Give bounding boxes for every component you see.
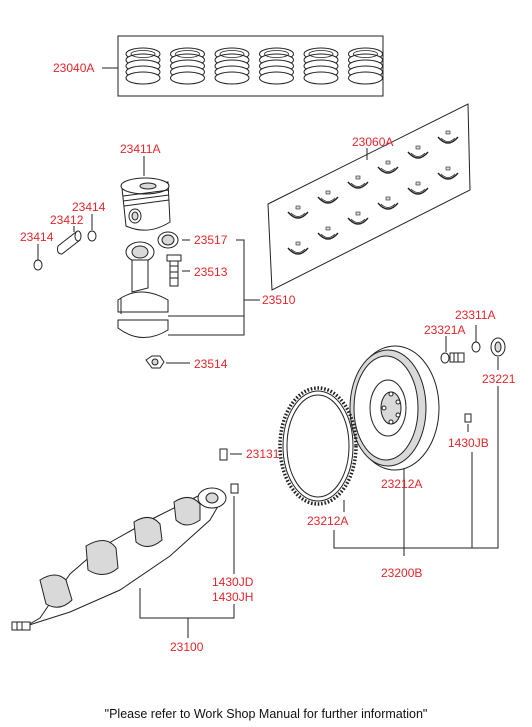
label-23040A: 23040A bbox=[53, 61, 94, 75]
flywheel-bolt-illustration bbox=[440, 352, 465, 364]
label-23060A: 23060A bbox=[352, 135, 393, 149]
main-bearing-set-illustration bbox=[267, 103, 471, 291]
snap-ring-upper-illustration bbox=[87, 230, 97, 242]
label-23411A: 23411A bbox=[120, 142, 160, 156]
bearing-shell bbox=[377, 160, 399, 174]
label-23131: 23131 bbox=[246, 447, 280, 461]
piston-ring-stack bbox=[348, 47, 383, 85]
bearing-shell bbox=[437, 166, 459, 180]
snap-ring-lower-illustration bbox=[33, 259, 43, 271]
ring-gear-illustration bbox=[278, 386, 358, 506]
bearing-shell bbox=[287, 205, 309, 219]
piston-ring-stack bbox=[303, 47, 339, 85]
label-23212A-ring-gear: 23212A bbox=[307, 514, 348, 528]
label-23200B: 23200B bbox=[381, 566, 422, 580]
bearing-shell bbox=[437, 130, 459, 144]
rod-nut-illustration bbox=[145, 355, 165, 369]
label-1430JB: 1430JB bbox=[448, 436, 489, 450]
bearing-shell bbox=[287, 241, 309, 255]
label-23311A: 23311A bbox=[455, 308, 495, 322]
label-23221: 23221 bbox=[482, 372, 516, 386]
piston-pin-illustration bbox=[57, 230, 82, 255]
label-23212A-flywheel: 23212A bbox=[381, 477, 422, 491]
label-1430JH: 1430JH bbox=[212, 590, 253, 604]
flywheel-illustration bbox=[349, 345, 440, 471]
bearing-shell bbox=[347, 175, 369, 189]
bearing-shell bbox=[377, 196, 399, 210]
bearing-shell bbox=[407, 181, 429, 195]
label-23414-lower: 23414 bbox=[20, 230, 54, 244]
bearing-shell bbox=[407, 145, 429, 159]
bearing-shell bbox=[317, 226, 339, 240]
crankshaft-illustration bbox=[11, 487, 227, 631]
label-23414-upper: 23414 bbox=[72, 200, 106, 214]
small-end-bushing-illustration bbox=[157, 231, 179, 249]
label-23513: 23513 bbox=[194, 265, 228, 279]
bearing-shell bbox=[317, 190, 339, 204]
flywheel-washer-illustration bbox=[471, 341, 481, 353]
footer-note: "Please refer to Work Shop Manual for fu… bbox=[105, 707, 428, 721]
piston-ring-stack bbox=[170, 47, 205, 85]
label-23100: 23100 bbox=[170, 640, 204, 654]
label-23321A: 23321A bbox=[424, 323, 465, 337]
piston-ring-stack bbox=[125, 47, 161, 85]
rod-bolt-illustration bbox=[166, 254, 182, 287]
label-23517: 23517 bbox=[194, 233, 228, 247]
crank-pin-23131-illustration bbox=[219, 448, 228, 461]
pilot-bearing-illustration bbox=[490, 337, 506, 357]
label-1430JD: 1430JD bbox=[212, 575, 254, 589]
flywheel-dowel-pin-illustration bbox=[464, 413, 472, 423]
label-23412: 23412 bbox=[50, 213, 84, 227]
piston-ring-stack bbox=[214, 47, 250, 85]
connecting-rod-illustration bbox=[117, 241, 169, 338]
crank-dowel-pin-illustration bbox=[230, 483, 239, 494]
bearing-shell bbox=[347, 211, 369, 225]
label-23514: 23514 bbox=[194, 357, 228, 371]
piston-ring-set-illustration bbox=[117, 35, 384, 97]
piston-ring-stack bbox=[259, 47, 294, 85]
label-23510: 23510 bbox=[262, 293, 296, 307]
piston-illustration bbox=[120, 177, 171, 231]
